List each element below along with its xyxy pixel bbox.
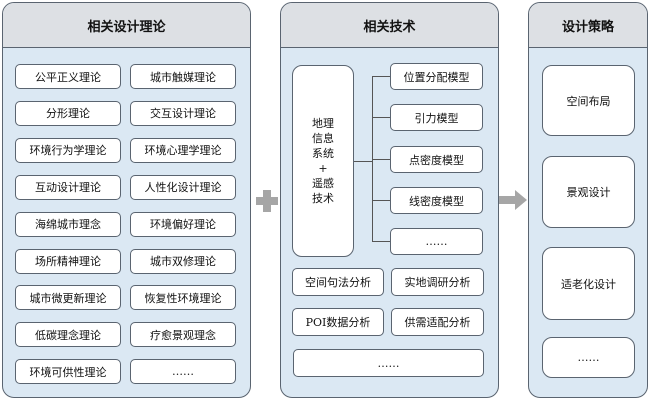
theory-item: 城市触媒理论 bbox=[130, 64, 236, 89]
strategy-box: 景观设计 bbox=[542, 156, 635, 228]
connector-branch bbox=[372, 241, 390, 242]
strategy-box: 空间布局 bbox=[542, 65, 635, 136]
analysis-box: POI数据分析 bbox=[292, 308, 384, 336]
strategy-panel-title: 设计策略 bbox=[529, 3, 647, 48]
gis-line-3: 系统 bbox=[312, 147, 334, 160]
theories-panel-title: 相关设计理论 bbox=[3, 3, 250, 48]
connector-branch bbox=[372, 200, 390, 201]
theory-item: 环境偏好理论 bbox=[130, 211, 236, 237]
theory-item: 交互设计理论 bbox=[130, 100, 236, 126]
theory-item: 环境行为学理论 bbox=[15, 137, 121, 163]
theory-item: 人性化设计理论 bbox=[130, 174, 236, 200]
connector-branch bbox=[372, 76, 390, 77]
analysis-box: 供需适配分析 bbox=[391, 308, 484, 336]
right-arrow-icon bbox=[499, 190, 527, 210]
theory-item: 场所精神理论 bbox=[15, 248, 121, 274]
gis-line-1: 地理 bbox=[312, 117, 334, 130]
gis-line-5: 遥感 bbox=[312, 177, 334, 190]
model-box: …… bbox=[390, 228, 483, 255]
connector-branch bbox=[372, 159, 390, 160]
analysis-box: 空间句法分析 bbox=[292, 268, 384, 296]
analysis-box: 实地调研分析 bbox=[391, 268, 484, 296]
theory-item: 城市双修理论 bbox=[130, 248, 236, 274]
theory-item: 公平正义理论 bbox=[15, 64, 121, 89]
model-box: 点密度模型 bbox=[390, 146, 483, 173]
theory-item: 疗愈景观理念 bbox=[130, 322, 236, 348]
theory-item: 低碳理念理论 bbox=[15, 322, 121, 348]
gis-line-4: + bbox=[318, 162, 328, 175]
theory-item: 城市微更新理论 bbox=[15, 285, 121, 311]
model-box: 线密度模型 bbox=[390, 187, 483, 214]
strategy-box: …… bbox=[542, 337, 635, 378]
connector-horizontal bbox=[354, 161, 372, 162]
strategy-box: 适老化设计 bbox=[542, 247, 635, 320]
theory-item: 互动设计理论 bbox=[15, 174, 121, 200]
gis-rs-label: 地理 信息 系统 + 遥感 技术 bbox=[312, 116, 334, 206]
theory-item: 海绵城市理念 bbox=[15, 211, 121, 237]
tech-more-box: …… bbox=[293, 349, 484, 377]
theory-item: …… bbox=[130, 359, 236, 385]
gis-line-6: 技术 bbox=[312, 192, 334, 205]
theory-item: 环境心理学理论 bbox=[130, 137, 236, 163]
connector-branch bbox=[372, 117, 390, 118]
theory-item: 恢复性环境理论 bbox=[130, 285, 236, 311]
technology-panel-title: 相关技术 bbox=[281, 3, 498, 48]
gis-rs-box: 地理 信息 系统 + 遥感 技术 bbox=[292, 65, 354, 257]
theory-item: 分形理论 bbox=[15, 100, 121, 126]
plus-icon bbox=[256, 190, 278, 212]
gis-line-2: 信息 bbox=[312, 132, 334, 145]
theory-item: 环境可供性理论 bbox=[15, 359, 121, 385]
model-box: 位置分配模型 bbox=[390, 63, 483, 90]
model-box: 引力模型 bbox=[390, 104, 483, 131]
